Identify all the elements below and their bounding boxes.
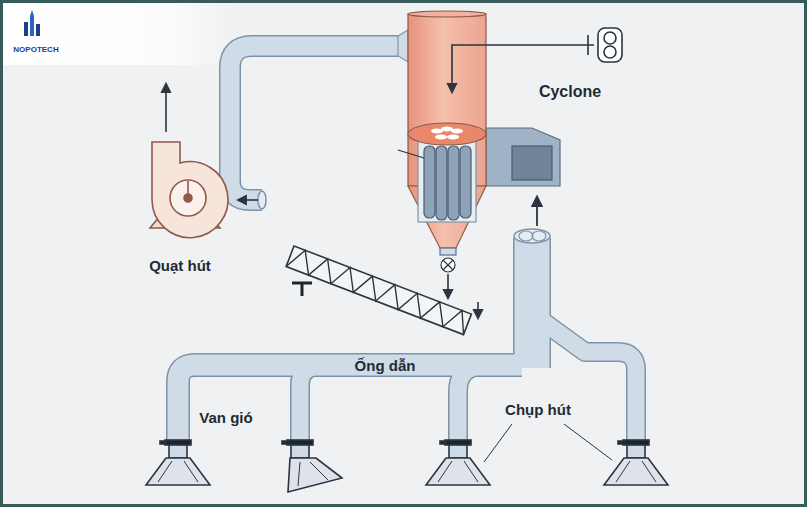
logo-text: NOPOTECH [13,45,58,54]
screw-conveyor [286,246,471,335]
part-label: Chụp hút [502,401,574,418]
drive-motor [452,28,622,92]
part-label: Van gió [196,409,255,426]
leader-line [484,424,612,462]
duct-fill [178,46,636,440]
hoods [146,440,668,492]
part-label: Quạt hút [149,257,211,274]
part-label: Cyclone [539,83,601,101]
logo-icon [24,10,40,36]
part-label: Ống dẫn [352,357,419,374]
duct-outline [178,46,636,440]
cyclone-unit [398,11,560,272]
suction-fan [150,142,228,238]
